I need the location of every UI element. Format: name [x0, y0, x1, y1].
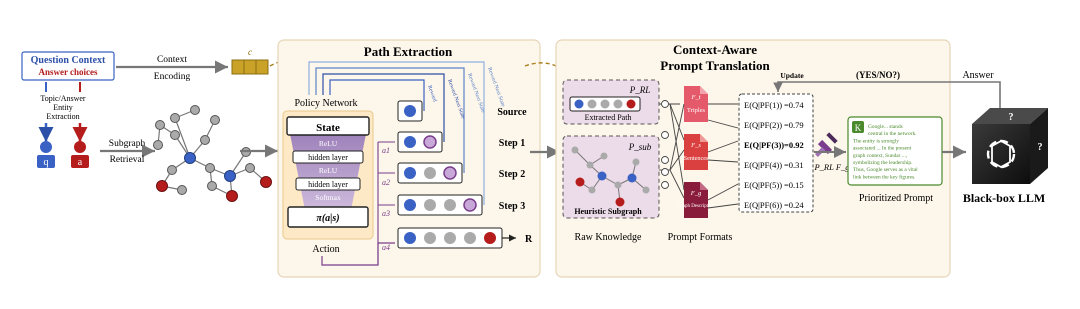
- score-value: =0.79: [784, 120, 804, 130]
- context-encoding-line2: Encoding: [154, 72, 191, 82]
- prompt-line: The entity is strongly: [853, 138, 899, 144]
- format-to-score-lines: [707, 103, 739, 209]
- format-graph-label: Graph Description: [677, 204, 715, 209]
- softmax-label: Softmax: [315, 193, 341, 202]
- score-list-box: [738, 93, 814, 213]
- translation-title-1: Context-Aware: [673, 42, 757, 57]
- action-label: Action: [312, 244, 339, 255]
- step2-label: Step 2: [499, 169, 525, 180]
- answer-choices-label: Answer choices: [38, 67, 98, 77]
- action-a4: a4: [382, 243, 390, 252]
- c-label: c: [248, 47, 252, 57]
- format-sentences: F_s Sentences: [684, 134, 709, 170]
- reward-feedback-lines: [308, 61, 485, 205]
- prompt-formats-label: Prompt Formats: [668, 232, 733, 243]
- combiner-nodes: [661, 100, 669, 189]
- k-badge: K: [855, 123, 862, 133]
- yes-no-label: (YES/NO?): [856, 70, 900, 80]
- subgraph-nodes: [153, 105, 272, 202]
- policy-label: π(a|s): [316, 213, 339, 224]
- prompt-line: associated ... In the present: [853, 146, 912, 152]
- format-triples-label: Triples: [687, 107, 706, 114]
- black-box-llm-icon: ? ?: [972, 108, 1048, 184]
- score-item: E(Q|PF(1)): [744, 100, 782, 110]
- action-a2: a2: [382, 178, 390, 187]
- answer-entity-node: a: [71, 141, 89, 168]
- state-label: State: [316, 122, 340, 134]
- q-label: q: [44, 157, 49, 168]
- format-crossings: [659, 103, 685, 199]
- score-value: =0.74: [784, 100, 804, 110]
- prompt-line: symbolizing the leadership.: [853, 160, 912, 166]
- subgraph-retrieval-line1: Subgraph: [109, 139, 146, 149]
- topic-entity-line1: Topic/Answer: [40, 94, 86, 103]
- context-encoding-line1: Context: [157, 55, 187, 65]
- action-a3: a3: [382, 209, 390, 218]
- action-connectors: [377, 141, 395, 265]
- extracted-path-box: P_RL Extracted Path: [562, 79, 660, 125]
- reward-label-0: Reward: [426, 85, 438, 103]
- extracted-path-label: Extracted Path: [585, 113, 632, 122]
- llm-label: Black-box LLM: [963, 191, 1045, 205]
- prompt-line: link between the key figures.: [853, 173, 915, 180]
- answer-label: Answer: [962, 70, 994, 81]
- score-value: =0.15: [784, 180, 804, 190]
- a-label: a: [78, 157, 83, 168]
- score-value: =0.31: [784, 160, 804, 170]
- score-item: E(Q|PF(3)): [744, 140, 784, 150]
- prioritized-prompt-label: Prioritized Prompt: [859, 193, 933, 204]
- hidden-layer-2: hidden layer: [308, 180, 348, 189]
- relu-label-1: ReLU: [319, 139, 338, 148]
- format-triples: F_t Triples: [684, 86, 708, 122]
- step3-row: [397, 194, 483, 216]
- heuristic-subgraph-box: P_sub Heuristic Subgraph: [562, 135, 660, 219]
- step1-label: Step 1: [499, 138, 525, 149]
- heuristic-subgraph-label: Heuristic Subgraph: [574, 207, 642, 216]
- question-context-box: Question Context Answer choices: [21, 51, 115, 81]
- format-graph-description: F_g Graph Description: [677, 182, 715, 218]
- question-entity-node: q: [37, 141, 55, 168]
- format-triples-symbol: F_t: [690, 94, 700, 101]
- score-list: E(Q|PF(1))=0.74E(Q|PF(2))=0.79E(Q|PF(3))…: [744, 100, 804, 210]
- policy-network-label: Policy Network: [294, 98, 357, 109]
- hidden-layer-1: hidden layer: [308, 153, 348, 162]
- update-loop: [773, 81, 1001, 110]
- path-extraction-title: Path Extraction: [364, 44, 453, 59]
- svg-text:?: ?: [1009, 112, 1014, 123]
- prompt-line: Google... stands: [868, 124, 903, 130]
- source-label: Source: [497, 107, 527, 118]
- score-value: =0.92: [784, 140, 804, 150]
- p-sub-label: P_sub: [628, 142, 652, 152]
- action-a1: a1: [382, 146, 390, 155]
- prompt-line: Thus, Google serves as a vital: [853, 167, 918, 173]
- step3-label: Step 3: [499, 201, 525, 212]
- format-graph-symbol: F_g: [690, 190, 702, 197]
- pf-selected-label: P_RL F_g: [813, 162, 849, 172]
- question-context-label: Question Context: [31, 55, 106, 66]
- format-sentences-label: Sentences: [684, 155, 709, 162]
- update-label: Update: [780, 71, 804, 80]
- prompt-line: central in the network.: [868, 131, 917, 137]
- score-value: =0.24: [784, 200, 804, 210]
- score-item: E(Q|PF(5)): [744, 180, 782, 190]
- p-rl-label: P_RL: [629, 85, 651, 95]
- format-sentences-symbol: F_s: [690, 142, 701, 149]
- translation-title-2: Prompt Translation: [660, 58, 770, 73]
- raw-knowledge-label: Raw Knowledge: [575, 232, 642, 243]
- score-item: E(Q|PF(6)): [744, 200, 782, 210]
- svg-text:?: ?: [1038, 142, 1043, 153]
- score-item: E(Q|PF(2)): [744, 120, 782, 130]
- path-rows: [397, 100, 503, 249]
- subgraph-retrieval-line2: Retrieval: [110, 155, 145, 165]
- score-item: E(Q|PF(4)): [744, 160, 782, 170]
- relu-label-2: ReLU: [319, 166, 338, 175]
- policy-network-box: State ReLU hidden layer ReLU hidden laye…: [282, 110, 374, 240]
- reward-r-label: R: [525, 234, 533, 245]
- topic-entity-line3: Extraction: [46, 112, 79, 121]
- topic-entity-line2: Entity: [53, 103, 73, 112]
- context-embedding: c: [231, 47, 269, 75]
- prompt-line: graph context, Sundar ...,: [853, 153, 908, 159]
